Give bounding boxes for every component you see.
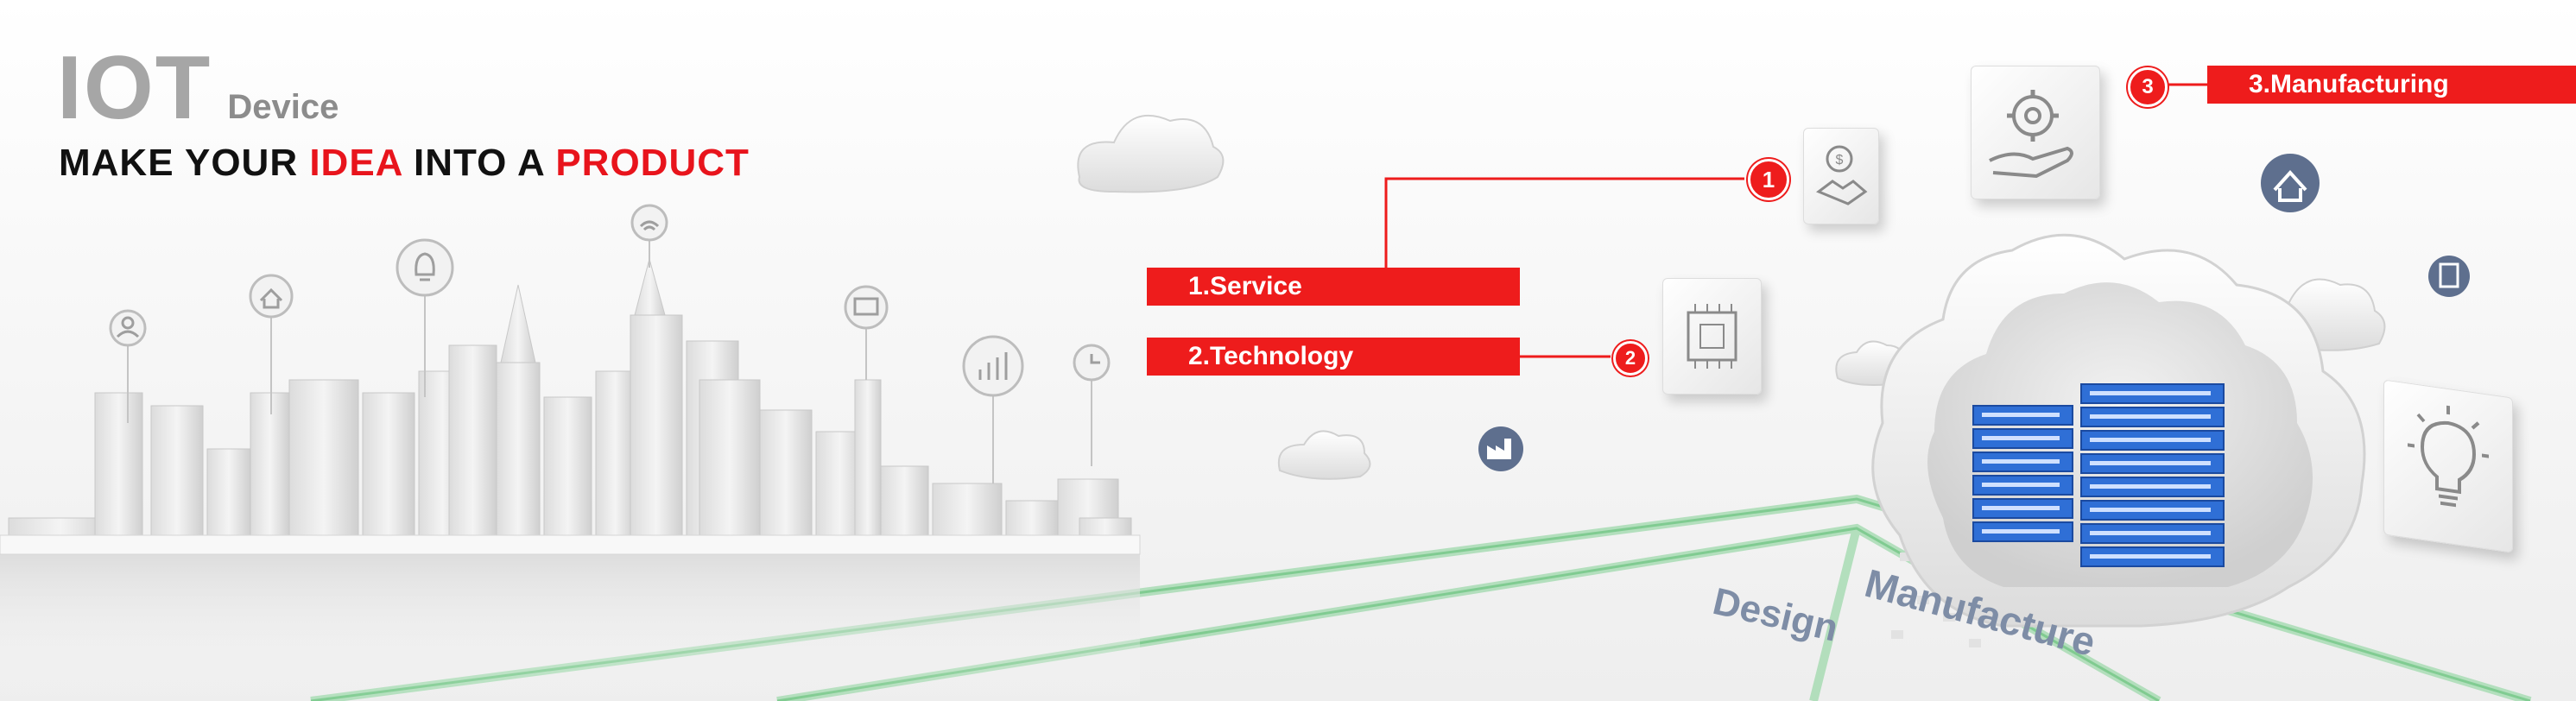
tagline-part1: MAKE YOUR <box>59 142 310 184</box>
lightbulb-icon <box>2383 379 2513 553</box>
step-technology-bar[interactable]: 2.Technology <box>1147 338 1520 376</box>
home-icon <box>249 274 294 319</box>
bar-chart-icon <box>962 335 1024 397</box>
step-manufacturing-badge[interactable]: 3 <box>2128 67 2168 107</box>
step-service-badge[interactable]: 1 <box>1748 159 1789 200</box>
server-icon <box>1972 383 2225 567</box>
city-skyline <box>8 257 1132 553</box>
money-handshake-icon: $ <box>1803 128 1879 224</box>
step-service-label: 1.Service <box>1188 272 1302 300</box>
bulb-icon <box>396 238 454 297</box>
step-manufacturing-bar[interactable]: 3.Manufacturing <box>2207 66 2576 104</box>
brand-subtitle: Device <box>227 88 339 126</box>
step-manufacturing-label: 3.Manufacturing <box>2249 70 2449 98</box>
building-icon <box>2428 256 2470 297</box>
tagline: MAKE YOUR IDEA INTO A PRODUCT <box>59 142 750 185</box>
tagline-product: PRODUCT <box>555 142 750 184</box>
tagline-part3: INTO A <box>402 142 556 184</box>
step-service-bar[interactable]: 1.Service <box>1147 268 1520 306</box>
gear-hand-icon <box>1971 66 2100 199</box>
step-connectors <box>1384 83 2211 358</box>
chip-icon <box>1662 278 1762 395</box>
step-technology-label: 2.Technology <box>1188 342 1354 370</box>
step-technology-badge[interactable]: 2 <box>1613 341 1648 376</box>
brand-title: IOT <box>57 38 212 138</box>
house-icon <box>2261 154 2320 212</box>
city-reflection <box>0 554 1140 701</box>
tagline-idea: IDEA <box>309 142 402 184</box>
round-icons <box>1478 154 2470 471</box>
svg-text:$: $ <box>1836 153 1844 167</box>
monitor-icon <box>844 285 889 330</box>
